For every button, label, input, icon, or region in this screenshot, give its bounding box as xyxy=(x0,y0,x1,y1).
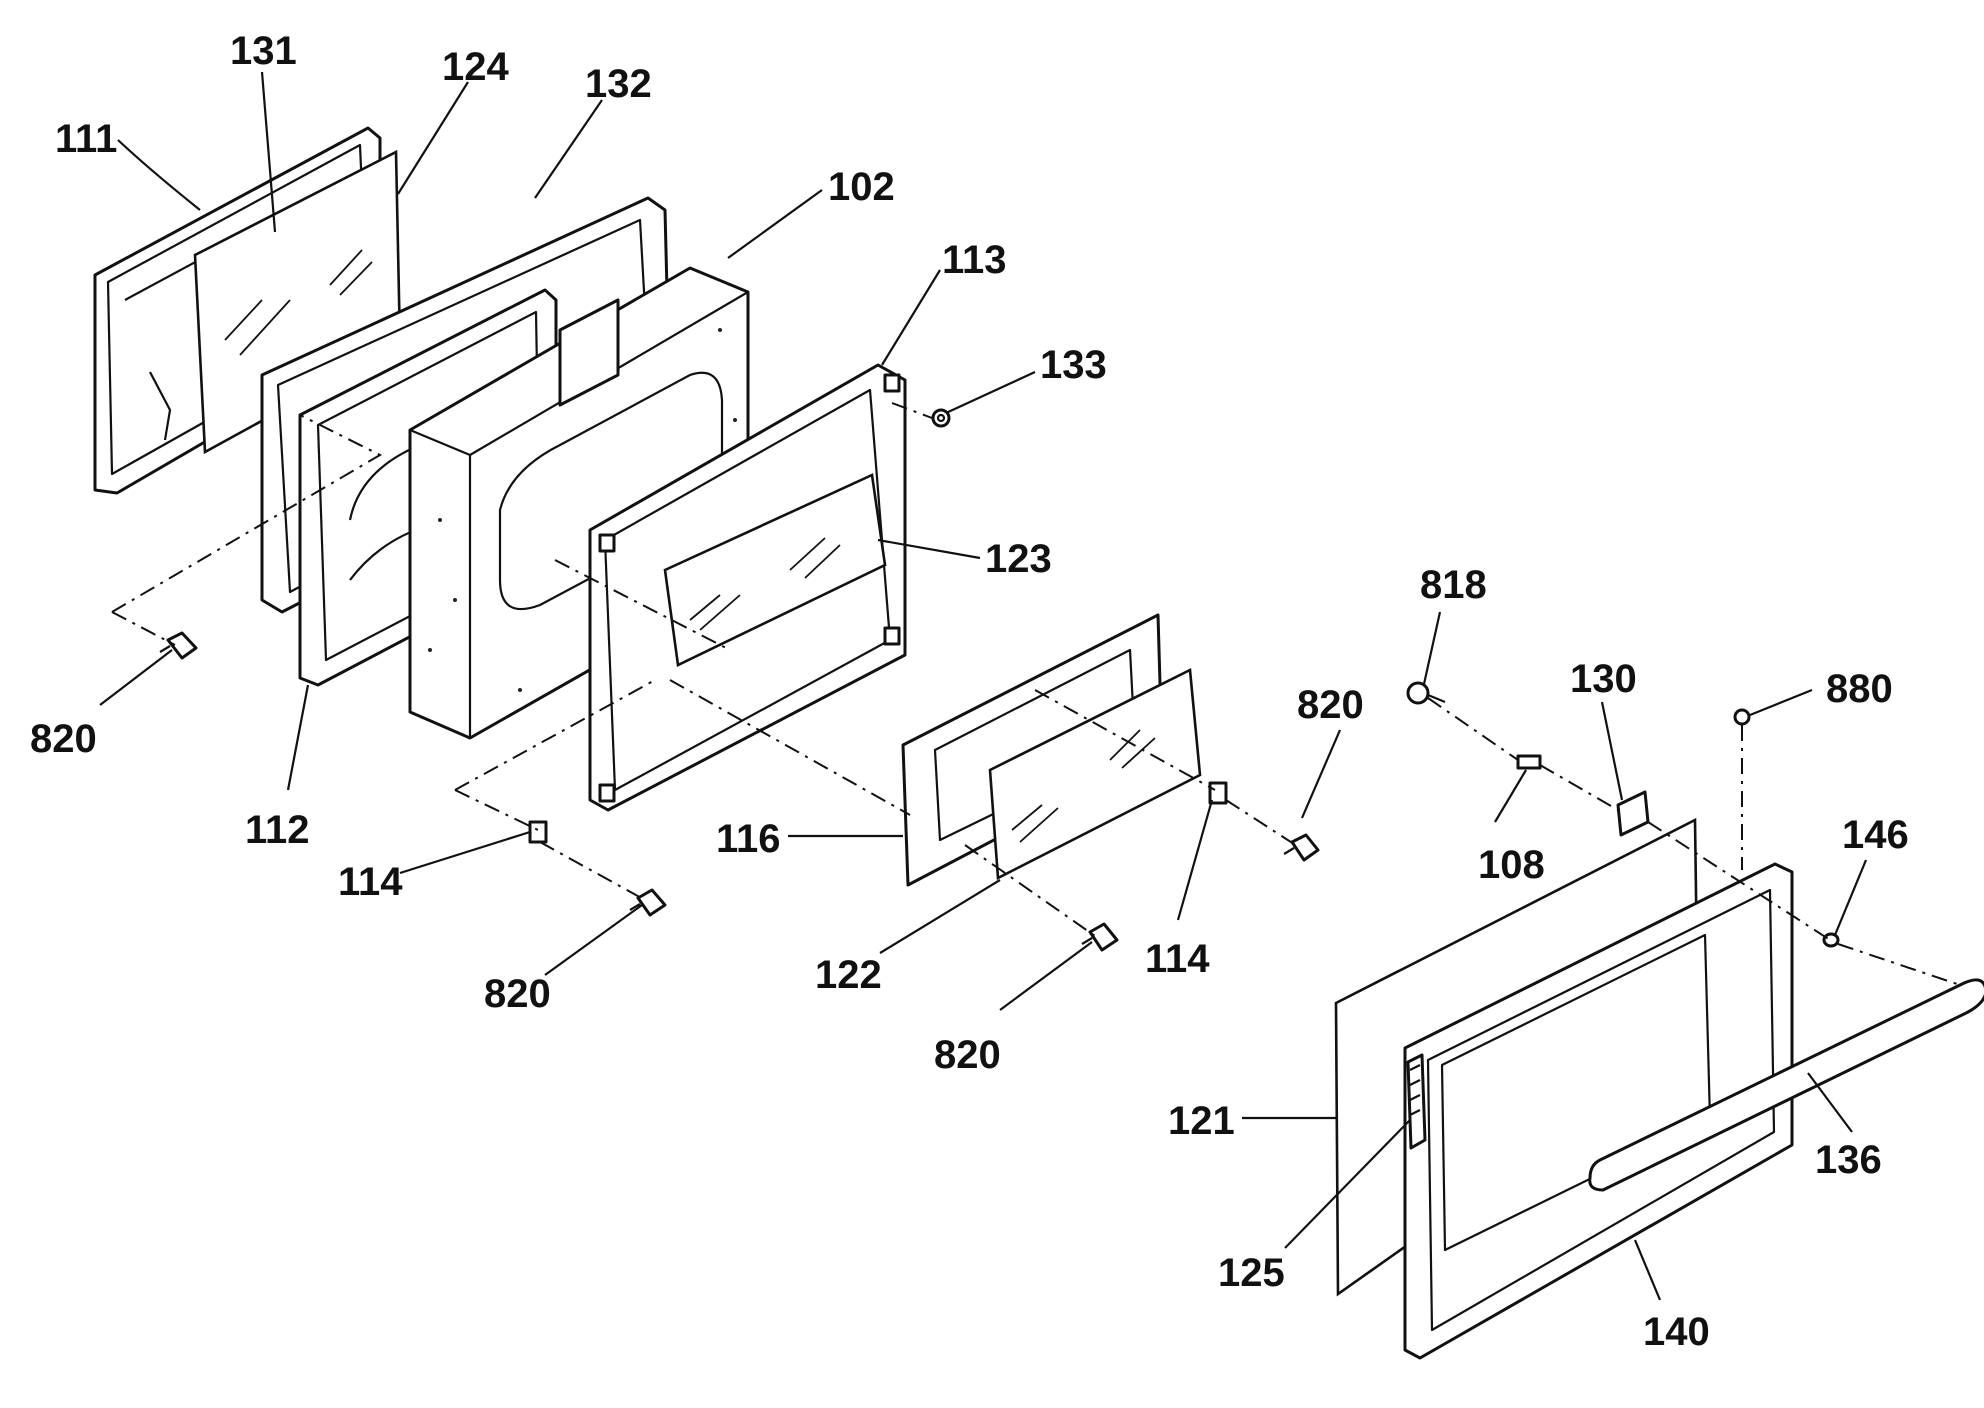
label-121: 121 xyxy=(1168,1099,1235,1143)
label-880: 880 xyxy=(1826,667,1893,711)
label-123: 123 xyxy=(985,537,1052,581)
part-880-screw xyxy=(1733,708,1751,726)
part-114-clip-left xyxy=(528,820,548,844)
label-114-left: 114 xyxy=(338,860,403,904)
label-116: 116 xyxy=(716,817,781,861)
label-136: 136 xyxy=(1815,1138,1882,1182)
part-labels: 111 131 124 132 102 113 133 123 820 112 … xyxy=(30,29,1909,1354)
label-146: 146 xyxy=(1842,813,1909,857)
part-820-screw-mid xyxy=(629,888,667,917)
part-108-bracket xyxy=(1516,754,1542,770)
label-820-lower: 820 xyxy=(934,1033,1001,1077)
part-133-spacer xyxy=(931,408,951,428)
part-820-screw-left xyxy=(159,631,198,660)
label-820-left: 820 xyxy=(30,717,97,761)
label-820-mid: 820 xyxy=(484,972,551,1016)
part-122-inner-glass xyxy=(988,667,1202,881)
label-131: 131 xyxy=(230,29,297,73)
label-111: 111 xyxy=(55,117,117,161)
part-125-trim-strip xyxy=(1406,1053,1427,1150)
label-132: 132 xyxy=(585,62,652,106)
label-820-right: 820 xyxy=(1297,683,1364,727)
assembly-lines xyxy=(111,402,1961,986)
part-114-clip-right xyxy=(1208,781,1228,805)
part-136-door-handle xyxy=(1588,978,1984,1192)
label-114-right: 114 xyxy=(1145,937,1210,981)
label-124: 124 xyxy=(442,45,509,89)
label-108: 108 xyxy=(1478,843,1545,887)
label-133: 133 xyxy=(1040,343,1107,387)
label-130: 130 xyxy=(1570,657,1637,701)
leader-lines xyxy=(99,71,1868,1301)
part-818-screw xyxy=(1406,681,1446,705)
part-820-screw-lower xyxy=(1081,922,1119,952)
label-122: 122 xyxy=(815,953,882,997)
label-112: 112 xyxy=(245,808,310,852)
part-820-screw-right xyxy=(1283,833,1320,862)
part-123-door-glass xyxy=(663,473,887,667)
label-125: 125 xyxy=(1218,1251,1285,1295)
label-113: 113 xyxy=(942,238,1007,282)
label-818: 818 xyxy=(1420,563,1487,607)
label-140: 140 xyxy=(1643,1310,1710,1354)
label-102: 102 xyxy=(828,165,895,209)
part-146-bushing xyxy=(1822,932,1840,948)
